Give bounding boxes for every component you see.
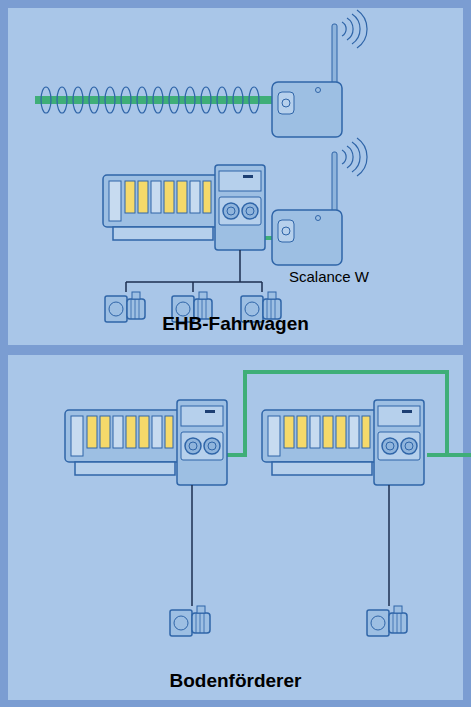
scalance-w	[272, 10, 367, 137]
leaky-feeder	[35, 96, 275, 104]
motor	[172, 292, 212, 322]
motor	[367, 606, 407, 636]
plc	[262, 400, 424, 485]
device-label: Scalance W	[289, 268, 369, 285]
motor	[170, 606, 210, 636]
motor-wire	[126, 250, 262, 292]
scalance-w	[272, 138, 367, 265]
plc	[65, 400, 227, 485]
panel-title: Bodenförderer	[8, 670, 463, 692]
panel-title: EHB-Fahrwagen	[8, 313, 463, 335]
motor-wire	[192, 485, 389, 606]
motor	[105, 292, 145, 322]
coil-rings	[41, 87, 259, 113]
motor	[241, 292, 281, 322]
plc	[103, 165, 265, 250]
